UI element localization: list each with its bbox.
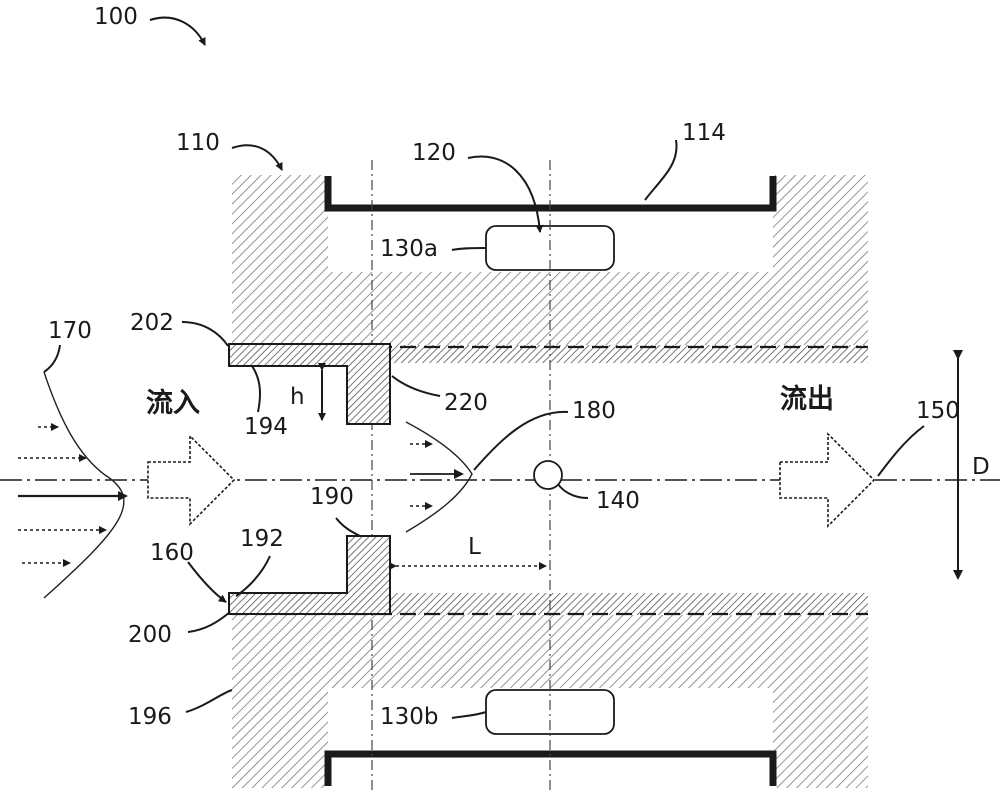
label-130b: 130b: [380, 704, 439, 730]
label-160: 160: [150, 540, 194, 566]
leader-110: [231, 144, 283, 171]
outflow-label: 流出: [780, 384, 834, 415]
label-202: 202: [130, 310, 174, 336]
leader-100: [149, 16, 206, 46]
label-180: 180: [572, 398, 616, 424]
leader-202: [181, 321, 229, 347]
label-170: 170: [48, 318, 92, 344]
inlet-velocity-profile: [18, 371, 128, 599]
label-114: 114: [682, 120, 726, 146]
label-192: 192: [240, 526, 284, 552]
inflow-arrow: [147, 434, 236, 526]
label-100: 100: [94, 4, 138, 30]
leader-150: [877, 425, 925, 477]
label-200: 200: [128, 622, 172, 648]
leader-160: [187, 561, 227, 603]
label-194: 194: [244, 414, 288, 440]
label-h: h: [290, 384, 305, 410]
label-L: L: [468, 534, 481, 560]
outflow-arrow: [779, 432, 876, 528]
leader-200: [187, 611, 231, 633]
label-220: 220: [444, 390, 488, 416]
leader-220: [391, 375, 441, 397]
label-110: 110: [176, 130, 220, 156]
label-120: 120: [412, 140, 456, 166]
leader-140: [557, 483, 589, 499]
leader-130b: [451, 711, 487, 719]
label-190: 190: [310, 484, 354, 510]
downstream-velocity-profile: [405, 421, 473, 533]
label-196: 196: [128, 704, 172, 730]
label-150: 150: [916, 398, 960, 424]
leader-180: [473, 410, 569, 471]
leader-192: [235, 555, 271, 597]
leader-196: [185, 689, 233, 713]
measurement-point: [533, 460, 563, 490]
label-130a: 130a: [380, 236, 438, 262]
label-D: D: [972, 454, 990, 480]
leader-120: [467, 155, 544, 233]
leader-130a: [451, 247, 487, 251]
leader-114: [644, 139, 678, 201]
label-140: 140: [596, 488, 640, 514]
inflow-label: 流入: [146, 388, 200, 419]
upper-flow-conditioner: [228, 343, 391, 425]
leader-170: [43, 344, 61, 373]
leader-194: [251, 365, 261, 413]
leader-190: [335, 517, 361, 537]
